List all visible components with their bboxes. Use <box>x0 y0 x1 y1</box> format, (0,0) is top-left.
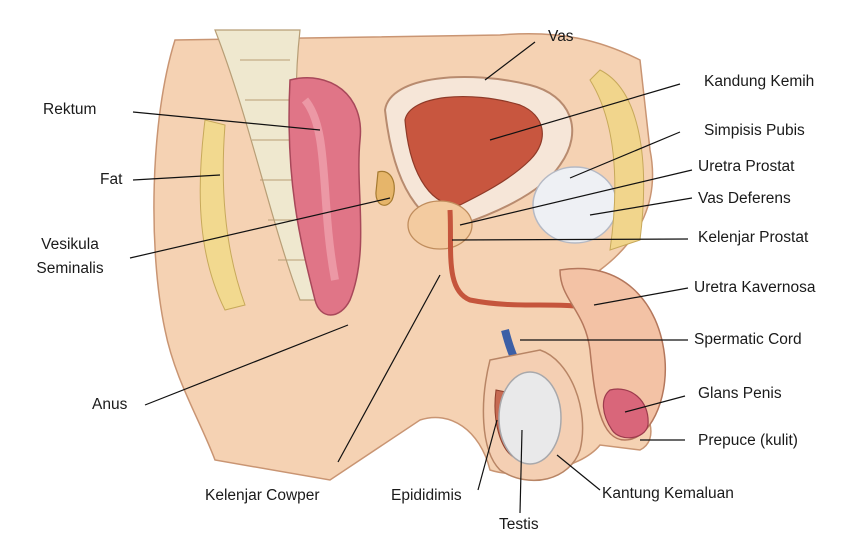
label-anus: Anus <box>92 396 127 414</box>
label-uretra-kavernosa: Uretra Kavernosa <box>694 279 815 297</box>
label-rektum: Rektum <box>43 101 96 119</box>
label-fat: Fat <box>100 171 122 189</box>
label-kelenjar-prostat: Kelenjar Prostat <box>698 229 808 247</box>
label-uretra-prostat: Uretra Prostat <box>698 158 794 176</box>
label-vas: Vas <box>548 28 574 46</box>
label-vas-deferens: Vas Deferens <box>698 190 791 208</box>
label-kelenjar-cowper: Kelenjar Cowper <box>205 487 320 505</box>
label-prepuce: Prepuce (kulit) <box>698 432 798 450</box>
label-spermatic-cord: Spermatic Cord <box>694 331 802 349</box>
label-epididimis: Epididimis <box>391 487 462 505</box>
label-vesikula-line2: Seminalis <box>20 260 120 278</box>
testis <box>499 372 561 464</box>
label-simpisis-pubis: Simpisis Pubis <box>704 122 805 140</box>
label-kantung-kemaluan: Kantung Kemaluan <box>602 485 734 503</box>
label-kandung-kemih: Kandung Kemih <box>704 73 814 91</box>
label-testis: Testis <box>499 516 539 534</box>
label-glans-penis: Glans Penis <box>698 385 782 403</box>
label-vesikula-line1: Vesikula <box>20 236 120 254</box>
